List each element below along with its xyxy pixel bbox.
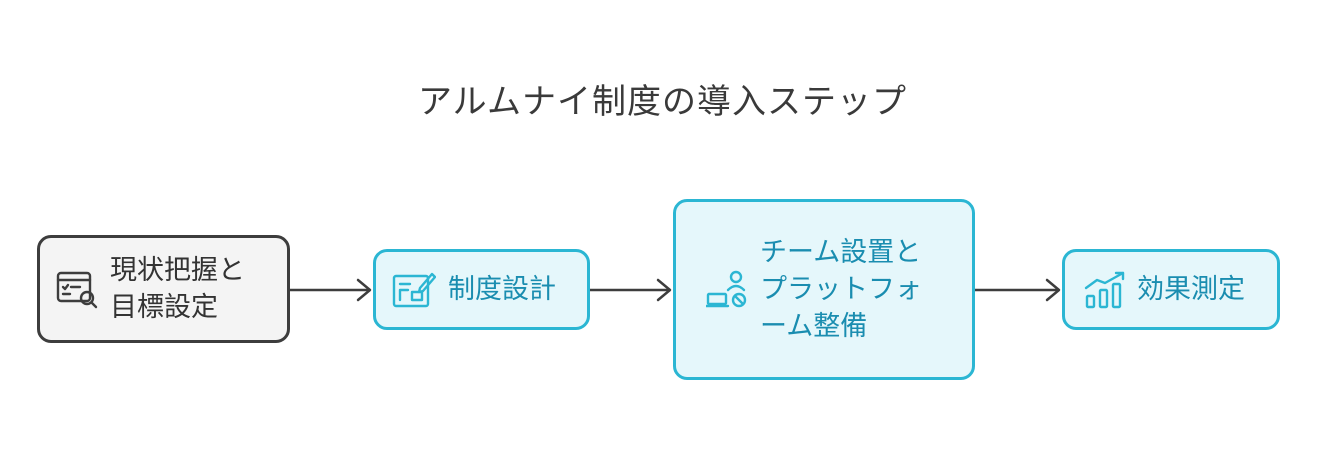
step-label-line: 目標設定: [110, 292, 218, 323]
step-label: 制度設計: [448, 271, 556, 308]
team-platform-icon: [706, 270, 750, 310]
step-node-team-platform: チーム設置と プラットフォ ーム整備: [673, 199, 975, 380]
step-label: チーム設置と プラットフォ ーム整備: [760, 234, 922, 345]
arrow-step1-to-step2: [290, 278, 372, 302]
step-label-line: プラットフォ: [760, 274, 922, 305]
step-node-system-design: 制度設計: [373, 249, 590, 330]
step-node-effect-measurement: 効果測定: [1062, 249, 1280, 330]
step-label-line: ーム整備: [760, 311, 868, 342]
step-label-line: 効果測定: [1137, 274, 1245, 305]
step-label-line: 制度設計: [448, 274, 556, 305]
step-label-line: 現状把握と: [110, 255, 245, 286]
growth-chart-icon: [1083, 270, 1127, 310]
step-label: 現状把握と 目標設定: [110, 252, 245, 326]
design-blueprint-icon: [392, 270, 436, 310]
step-node-current-state: 現状把握と 目標設定: [37, 235, 290, 343]
step-label-line: チーム設置と: [760, 237, 922, 268]
diagram-title: アルムナイ制度の導入ステップ: [418, 82, 907, 122]
step-label: 効果測定: [1137, 271, 1245, 308]
arrow-step3-to-step4: [975, 278, 1061, 302]
checklist-search-icon: [56, 269, 100, 309]
arrow-step2-to-step3: [590, 278, 672, 302]
